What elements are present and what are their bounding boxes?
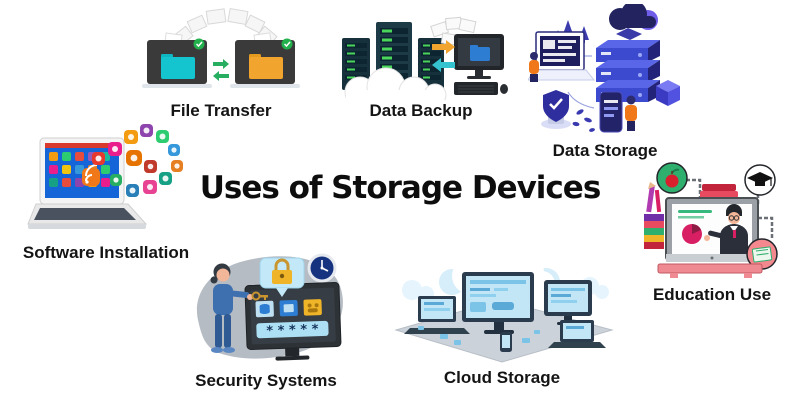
- software-installation-label: Software Installation: [22, 243, 190, 262]
- section-data-storage: Data Storage: [526, 4, 684, 161]
- padlock-bubble: [259, 257, 304, 297]
- phone-icon: [599, 91, 622, 133]
- education-use-illustration: [643, 162, 778, 278]
- phone-icon: [500, 332, 512, 352]
- app-icons-burst: [82, 124, 183, 197]
- monitor-icon: [664, 197, 759, 262]
- monitor-icon: * * * * *: [244, 282, 341, 361]
- restore-arrow-cyan-icon: [431, 58, 455, 72]
- section-security-systems: * * * * *: [182, 242, 350, 391]
- shield-icon: [540, 90, 571, 129]
- security-systems-illustration: * * * * *: [196, 253, 343, 361]
- mouse-icon: [499, 84, 508, 94]
- books-on-top: [699, 184, 738, 198]
- cloud-storage-illustration: [394, 242, 614, 363]
- books-stack: [643, 214, 664, 249]
- orange-folder-icon: [249, 57, 283, 79]
- right-laptop-icon: [230, 32, 300, 88]
- cloud-icon: [344, 67, 446, 100]
- cloud-storage-label: Cloud Storage: [443, 368, 561, 387]
- keyboard-icon: [453, 82, 508, 95]
- check-icon: [281, 38, 293, 50]
- section-cloud-storage: Cloud Storage: [380, 230, 624, 388]
- teal-folder-icon: [161, 57, 195, 79]
- key-icon: [251, 291, 268, 301]
- leaves-icon: [572, 109, 595, 132]
- left-laptop-icon: [142, 32, 212, 88]
- password-field: [255, 320, 329, 339]
- right-laptop-icon: [548, 320, 606, 348]
- section-file-transfer: File Transfer: [136, 4, 306, 121]
- education-use-label: Education Use: [652, 285, 772, 304]
- person-figure: [528, 52, 539, 82]
- woman-figure: [210, 263, 268, 353]
- page-title: Uses of Storage Devices: [199, 170, 602, 206]
- clock-icon: [307, 253, 336, 283]
- apple-badge-icon: [655, 162, 688, 194]
- pie-chart-icon: [681, 224, 702, 244]
- flying-files-icon: [429, 16, 476, 46]
- shelf: [657, 263, 762, 278]
- sync-arrows-icon: [213, 59, 229, 81]
- check-icon: [193, 38, 205, 50]
- data-storage-label: Data Storage: [552, 141, 658, 160]
- data-backup-label: Data Backup: [369, 101, 473, 120]
- security-systems-label: Security Systems: [195, 371, 337, 390]
- right-monitor-icon: [544, 280, 592, 325]
- section-education-use: Education Use: [638, 158, 786, 305]
- file-transfer-illustration: [142, 7, 300, 88]
- software-installation-illustration: [27, 124, 183, 229]
- data-backup-illustration: [341, 16, 508, 100]
- blue-folder-icon: [469, 47, 490, 61]
- pencil-icon: [645, 182, 661, 213]
- section-data-backup: Data Backup: [332, 8, 510, 121]
- scatter-tiles: [418, 326, 540, 345]
- teacher-figure: [703, 204, 748, 254]
- server-tower-icon: [417, 38, 444, 90]
- backup-arrow-yellow-icon: [431, 40, 455, 54]
- cloud-icon: [608, 4, 658, 30]
- section-software-installation: Software Installation: [8, 122, 204, 263]
- data-storage-illustration: [527, 4, 680, 133]
- main-monitor-icon: [462, 272, 534, 334]
- graduation-cap-icon: [743, 164, 776, 196]
- monitor-icon: [453, 34, 504, 79]
- cube-icon: [655, 80, 680, 106]
- file-transfer-label: File Transfer: [170, 101, 272, 120]
- person-figure: [624, 95, 637, 131]
- password-mask-text: * * * * *: [266, 322, 319, 339]
- book-badge-icon: [745, 238, 778, 270]
